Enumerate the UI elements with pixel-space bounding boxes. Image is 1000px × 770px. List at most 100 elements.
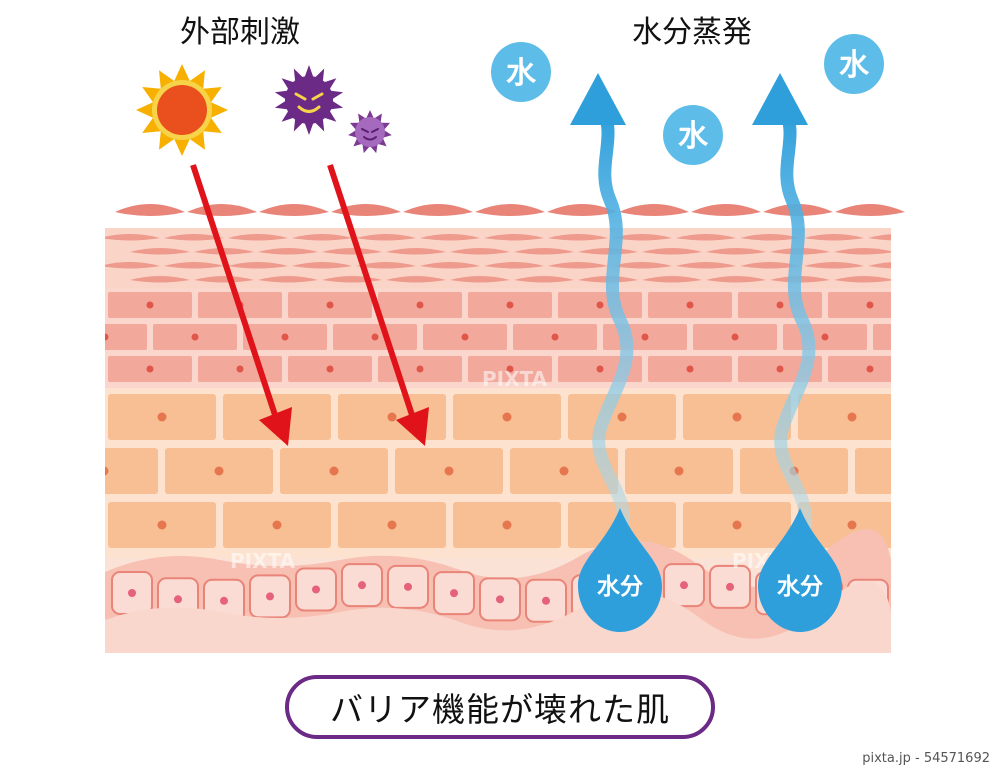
- corneum-flake: [514, 276, 574, 283]
- corneum-flake: [676, 234, 736, 241]
- cell-nucleus: [674, 466, 684, 476]
- evaporation-arrows: [570, 73, 816, 547]
- corneum-flake: [804, 262, 864, 269]
- cell-nucleus: [146, 365, 154, 373]
- corneum-flake: [130, 248, 190, 255]
- stimulus-arrows: [190, 164, 429, 446]
- corneum-flake: [258, 276, 318, 283]
- corneum-flake: [898, 276, 958, 283]
- cell-nucleus: [506, 301, 514, 309]
- corneum-flake: [612, 262, 672, 269]
- corneum-flake: [484, 262, 544, 269]
- caption-box: バリア機能が壊れた肌: [285, 675, 715, 739]
- cell-nucleus: [866, 301, 874, 309]
- granular-cell: [918, 356, 1000, 382]
- cell-nucleus: [236, 365, 244, 373]
- spinous-cell: [855, 448, 891, 494]
- corneum-flake: [164, 262, 224, 269]
- corneum-flake: [105, 234, 160, 241]
- corneum-flake: [578, 248, 638, 255]
- cell-nucleus: [847, 412, 857, 422]
- corneum-flake: [804, 234, 864, 241]
- watermark-1: PIXTA: [230, 179, 296, 203]
- arrow-icon: [259, 407, 292, 446]
- stimulus-arrow-left: [190, 164, 279, 419]
- corneum-flake: [130, 276, 190, 283]
- water-drop-right: 水分: [758, 508, 842, 632]
- cell-nucleus: [128, 589, 136, 597]
- cell-nucleus: [404, 582, 412, 591]
- cell-nucleus: [146, 301, 154, 309]
- spinous-cell: [913, 502, 1000, 548]
- cell-nucleus: [174, 595, 182, 604]
- water-drop-left: 水分: [578, 508, 662, 632]
- corneum-flake: [706, 248, 766, 255]
- corneum-flake: [228, 234, 288, 241]
- corneum-flake: [420, 234, 480, 241]
- corneum-flake: [740, 234, 800, 241]
- cell-nucleus: [821, 333, 829, 341]
- evaporation-arrow-right: [774, 105, 816, 547]
- cell-nucleus: [641, 333, 649, 341]
- cell-nucleus: [105, 466, 109, 476]
- cell-nucleus: [957, 302, 964, 309]
- corneum-flake: [642, 276, 702, 283]
- granular-cell: [828, 292, 891, 318]
- cell-nucleus: [416, 365, 424, 373]
- corneum-flake: [514, 248, 574, 255]
- surface-flakes: [115, 204, 905, 216]
- cell-nucleus: [214, 466, 224, 476]
- corneum-flake: [898, 248, 958, 255]
- corneum-flake: [450, 276, 510, 283]
- peach-cell-layer: [105, 394, 1000, 548]
- corneum-flake: [740, 262, 800, 269]
- cell-nucleus: [461, 333, 469, 341]
- corneum-flake: [450, 248, 510, 255]
- cell-nucleus: [912, 334, 919, 341]
- granular-cell: [918, 292, 1000, 318]
- cell-nucleus: [596, 365, 604, 373]
- cell-nucleus: [329, 466, 339, 476]
- water-char-1: 水: [506, 56, 537, 91]
- cell-nucleus: [680, 581, 688, 590]
- surface-flake: [547, 204, 617, 216]
- arrow-icon: [396, 407, 429, 446]
- dermis: [105, 580, 891, 653]
- surface-flake: [403, 204, 473, 216]
- corneum-flake: [484, 234, 544, 241]
- corneum-flake: [164, 234, 224, 241]
- cell-nucleus: [266, 592, 274, 601]
- moisture-label-right: 水分: [777, 574, 823, 600]
- spinous-cell: [798, 394, 891, 440]
- spinous-cell: [913, 394, 1000, 440]
- granular-cell: [828, 356, 891, 382]
- cell-nucleus: [157, 412, 167, 422]
- surface-flake: [187, 204, 257, 216]
- corneum-flake: [642, 248, 702, 255]
- water-circle-3: [824, 34, 884, 94]
- cell-nucleus: [776, 301, 784, 309]
- cell-nucleus: [551, 333, 559, 341]
- sun-icon: [136, 64, 228, 156]
- cell-nucleus: [963, 521, 972, 530]
- surface-flake: [691, 204, 761, 216]
- cell-nucleus: [502, 520, 512, 530]
- evaporated-water: 水 水 水: [491, 34, 884, 165]
- cell-nucleus: [726, 582, 734, 591]
- cell-nucleus: [905, 467, 914, 476]
- cell-nucleus: [312, 585, 320, 594]
- caption-text: バリア機能が壊れた肌: [330, 690, 670, 729]
- corneum-flake: [292, 262, 352, 269]
- evaporation-title: 水分蒸発: [632, 15, 752, 50]
- corneum-flake: [706, 276, 766, 283]
- cell-nucleus: [387, 520, 397, 530]
- watermark-4: PIXTA: [230, 549, 296, 573]
- corneum-flake: [258, 248, 318, 255]
- small-germ-icon: [348, 110, 392, 154]
- surface-flake: [835, 204, 905, 216]
- cell-nucleus: [847, 520, 857, 530]
- cell-nucleus: [542, 596, 550, 605]
- cell-nucleus: [732, 520, 742, 530]
- corneum-flake: [868, 234, 891, 241]
- cell-nucleus: [444, 466, 454, 476]
